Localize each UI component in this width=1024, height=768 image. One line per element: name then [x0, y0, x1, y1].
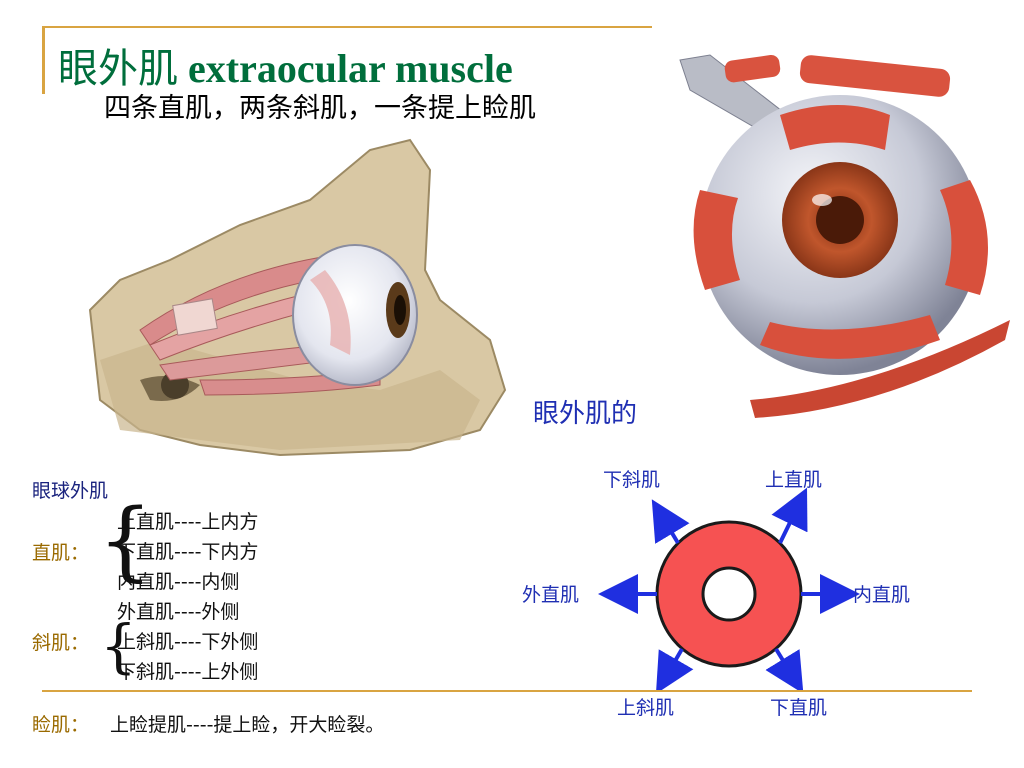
eyeball-muscle-illustration: [679, 54, 1010, 418]
bottom-divider: [42, 690, 972, 692]
list-item: 内直肌----内侧: [117, 571, 240, 593]
title-accent-vertical: [42, 26, 45, 94]
title-accent-horizontal: [42, 26, 652, 28]
list-item: 外直肌----外侧: [117, 601, 240, 623]
orbit-lateral-illustration: [88, 138, 507, 457]
label-inferior-oblique: 下斜肌: [603, 469, 661, 491]
label-superior-oblique: 上斜肌: [617, 697, 675, 719]
slide-subtitle: 四条直肌，两条斜肌，一条提上睑肌: [104, 93, 536, 124]
oblique-label: 斜肌：: [32, 632, 90, 654]
eyelid-text: 上睑提肌----提上睑，开大睑裂。: [110, 714, 385, 736]
muscle-action-diagram: [598, 487, 860, 690]
slide-title: 眼外肌 extraocular muscle: [58, 36, 513, 94]
eyelid-label: 睑肌：: [32, 714, 90, 736]
oblique-brace: {: [100, 612, 137, 680]
list-heading: 眼球外肌: [32, 480, 109, 502]
list-item: 上直肌----上内方: [117, 511, 259, 533]
title-chinese: 眼外肌: [58, 46, 178, 91]
arrow-up-right: [771, 487, 808, 544]
arrow-up-left: [651, 499, 690, 545]
diagram-caption: 眼外肌的: [533, 399, 638, 429]
title-english: extraocular muscle: [188, 46, 513, 91]
arrow-down-right: [765, 647, 804, 690]
list-item: 下直肌----下内方: [117, 541, 259, 563]
label-medial-rectus: 内直肌: [853, 584, 911, 606]
list-item: 上斜肌----下外侧: [117, 631, 259, 653]
rectus-label: 直肌：: [32, 542, 90, 564]
pupil-circle: [701, 566, 757, 622]
rectus-brace: {: [98, 491, 153, 591]
label-inferior-rectus: 下直肌: [770, 697, 828, 719]
arrow-down-left: [655, 647, 694, 690]
list-item: 下斜肌----上外侧: [117, 661, 259, 683]
label-lateral-rectus: 外直肌: [522, 584, 580, 606]
label-superior-rectus: 上直肌: [765, 469, 823, 491]
